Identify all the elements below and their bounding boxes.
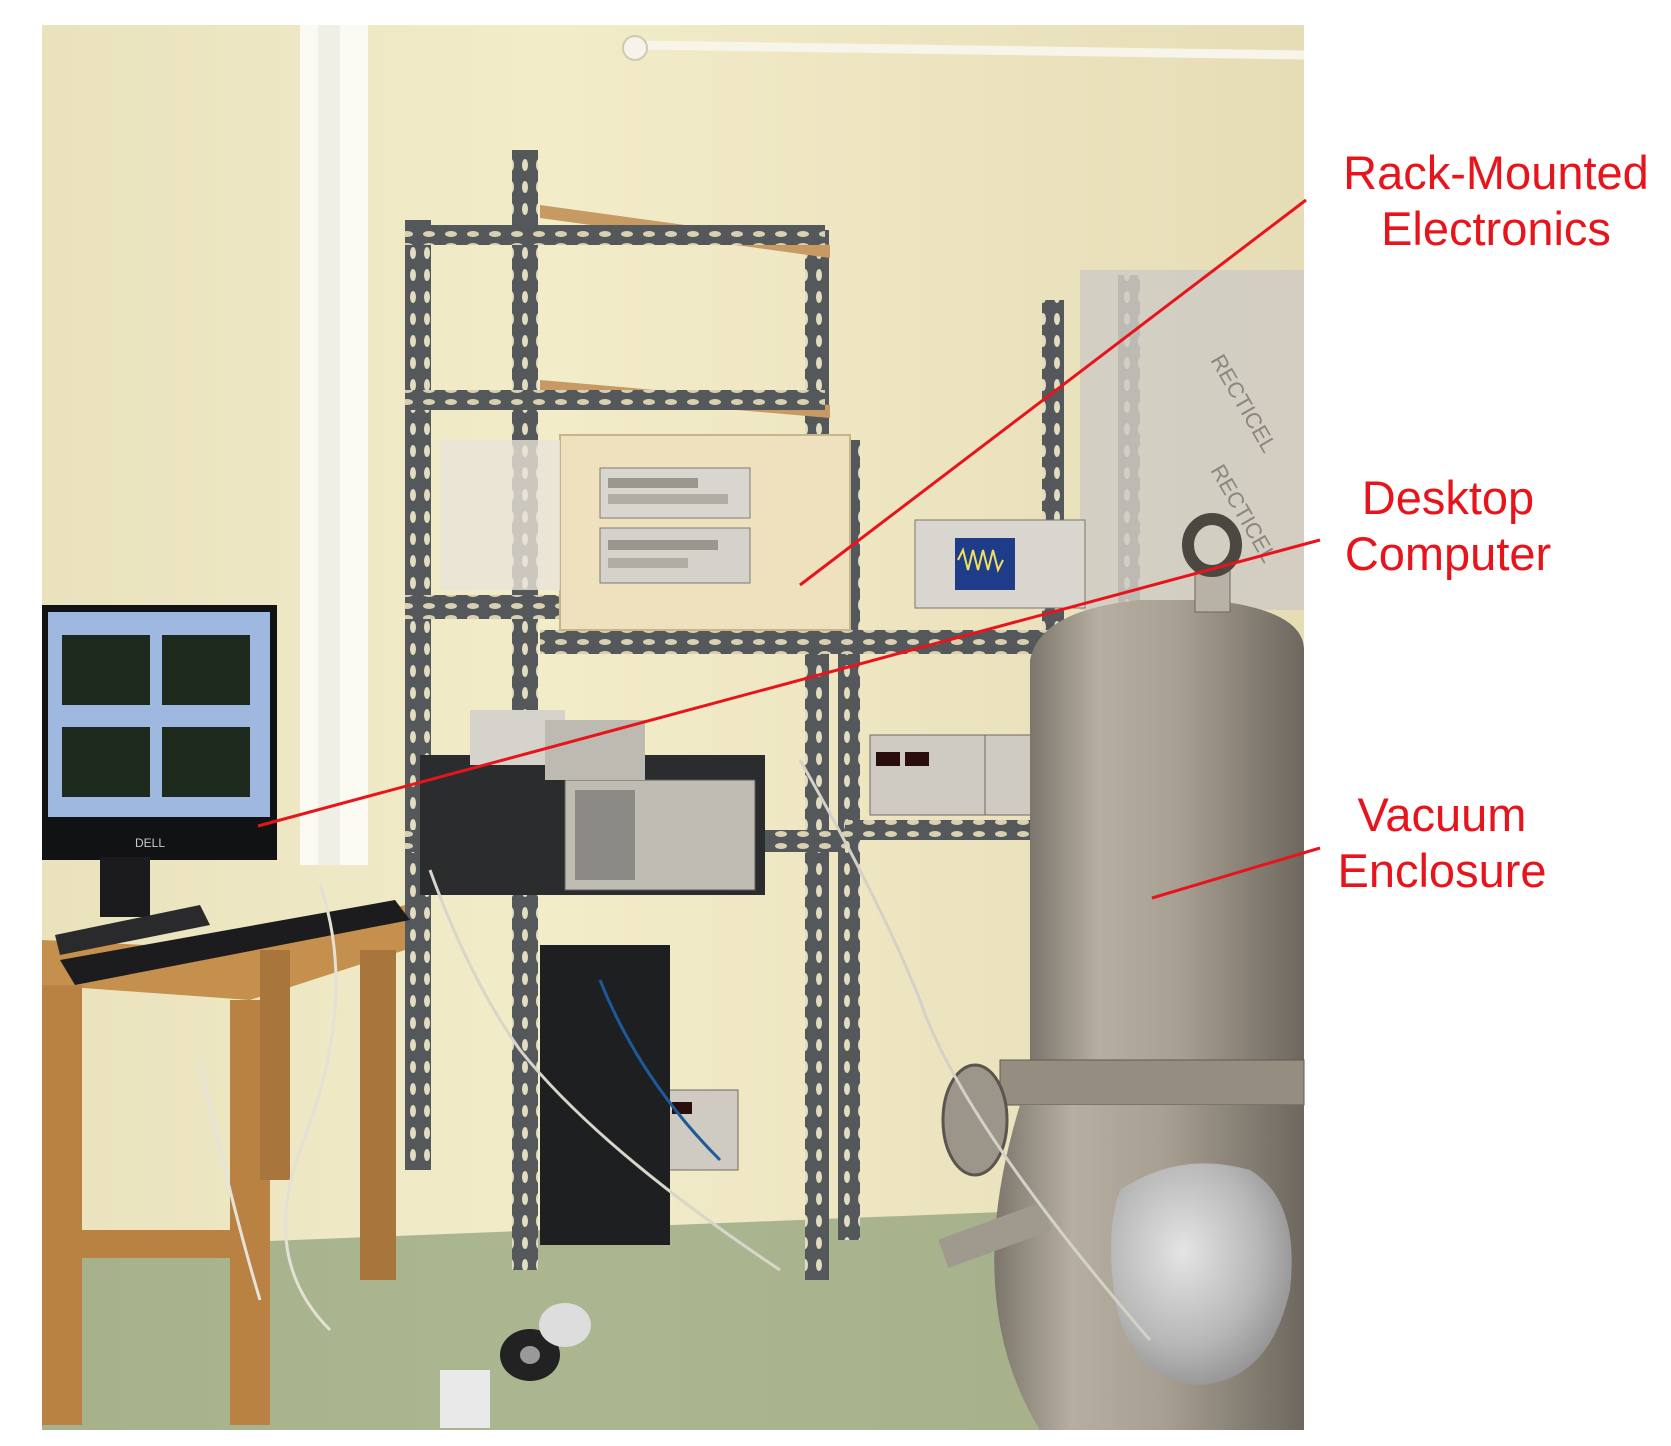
rack-pointer-line	[799, 198, 1307, 587]
wooden-stool	[42, 900, 410, 1425]
monitor: DELL	[42, 605, 277, 917]
monitor-brand: DELL	[135, 836, 165, 850]
floor	[42, 1200, 1304, 1430]
desktop-computer	[420, 710, 765, 1245]
photo: RECTICEL RECTICEL	[42, 25, 1305, 1430]
keyboard	[60, 900, 410, 985]
rack-mounted-electronics	[440, 434, 851, 631]
foil-wrapped-port	[1111, 1163, 1292, 1385]
lifting-eye	[1182, 513, 1242, 577]
power-supplies	[667, 734, 1056, 1171]
rack-mounted-electronics-label: Rack-Mounted Electronics	[1343, 146, 1649, 255]
rack-post	[405, 220, 431, 1170]
ceiling-pipe	[639, 40, 1305, 60]
back-rack: RECTICEL RECTICEL	[1042, 270, 1304, 640]
vacuum-enclosure	[938, 513, 1305, 1430]
cables	[198, 759, 1152, 1341]
vacuum-enclosure-label: Vacuum Enclosure	[1337, 788, 1547, 897]
desktop-computer-label: Desktop Computer	[1344, 471, 1552, 580]
rack-post	[805, 230, 829, 1280]
desktop-pointer-line	[257, 538, 1321, 828]
flange-port	[941, 1063, 1009, 1177]
oscilloscope	[914, 519, 1086, 609]
vacuum-pointer-line	[1151, 846, 1321, 900]
wire-spools	[440, 1303, 591, 1428]
